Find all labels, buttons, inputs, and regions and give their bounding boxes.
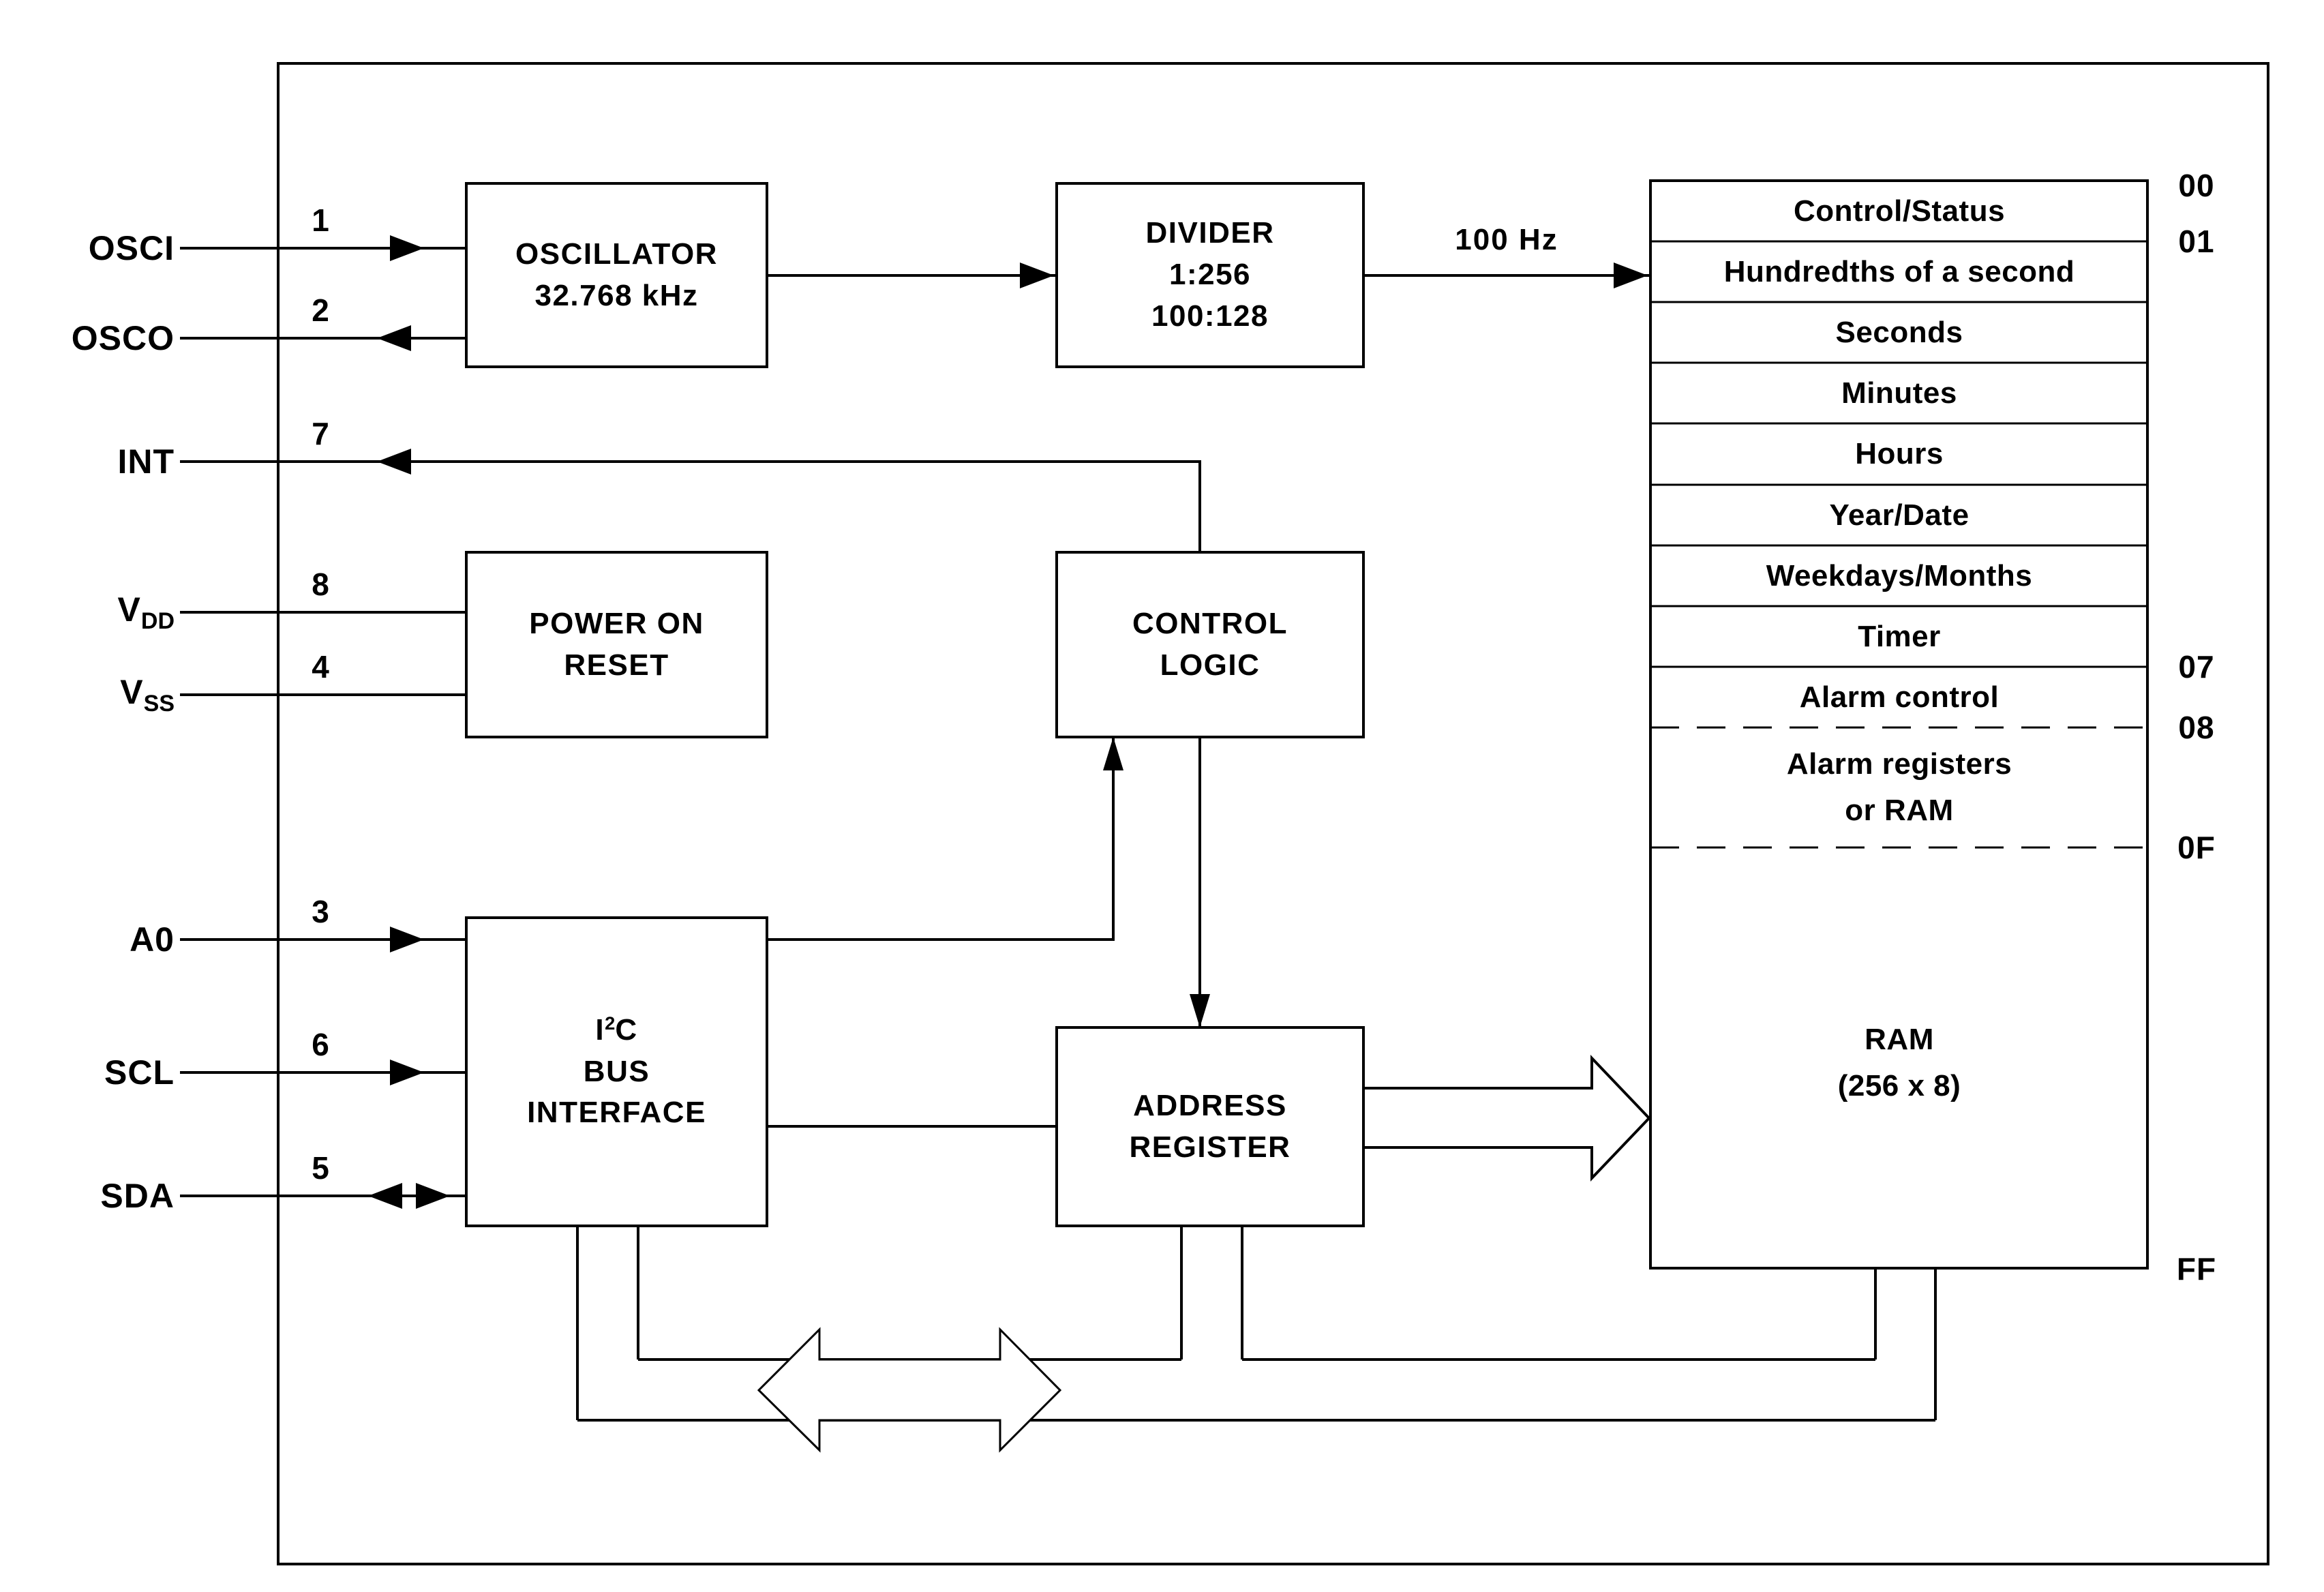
pin-label-sda: SDA (100, 1177, 175, 1215)
pin-number-a0: 3 (312, 894, 329, 929)
arrowhead-int-out-icon (377, 449, 411, 475)
block-address-register (1055, 1026, 1365, 1227)
address-01: 01 (2178, 224, 2215, 259)
arrowhead-scl-in-icon (390, 1060, 424, 1085)
bidirectional-bus-arrow-icon (757, 1327, 1062, 1453)
arrowhead-memory-in-icon (1614, 262, 1648, 288)
address-08: 08 (2178, 710, 2215, 745)
memory-row-timer: Timer (1858, 620, 1941, 653)
memory-row-control-status: Control/Status (1793, 194, 2006, 228)
pin-label-osci: OSCI (88, 229, 175, 267)
clock-100hz-label: 100 Hz (1455, 223, 1558, 256)
pin-number-sda: 5 (312, 1150, 329, 1186)
memory-row-year-date: Year/Date (1829, 498, 1970, 532)
block-divider (1055, 182, 1365, 368)
address-ff: FF (2176, 1251, 2217, 1287)
address-0f: 0F (2177, 830, 2216, 865)
pin-number-vss: 4 (312, 649, 329, 685)
line-i2c-to-control-logic (767, 737, 1115, 941)
arrowhead-sda-left-icon (368, 1183, 402, 1209)
memory-row-seconds: Seconds (1835, 316, 1963, 349)
memory-row-minutes: Minutes (1841, 376, 1957, 410)
address-07: 07 (2178, 649, 2215, 685)
pin-label-a0: A0 (130, 920, 175, 959)
block-control-logic (1055, 551, 1365, 738)
arrowhead-osci-in-icon (390, 235, 424, 261)
pin-label-int: INT (117, 442, 175, 481)
pin-label-osco: OSCO (71, 319, 175, 357)
address-00: 00 (2178, 168, 2215, 203)
pin-label-scl: SCL (104, 1053, 175, 1092)
block-power-on-reset (465, 551, 768, 738)
pin-number-scl: 6 (312, 1027, 329, 1062)
arrowhead-control-logic-in-icon (1103, 737, 1123, 770)
arrowhead-divider-in-icon (1020, 262, 1054, 288)
memory-row-hours: Hours (1855, 437, 1944, 470)
memory-row-alarm-registers-2: or RAM (1845, 794, 1954, 827)
block-oscillator (465, 182, 768, 368)
arrowhead-address-register-in-icon (1190, 994, 1210, 1027)
pin-line-int (180, 460, 1201, 552)
memory-row-hundredths: Hundredths of a second (1723, 255, 2075, 288)
pin-number-vdd: 8 (312, 567, 329, 602)
pin-label-vdd: VDD (117, 590, 175, 634)
arrowhead-osco-out-icon (377, 325, 411, 351)
pin-number-osci: 1 (312, 202, 329, 238)
memory-row-alarm-control: Alarm control (1799, 680, 1999, 714)
memory-row-alarm-registers: Alarm registers (1786, 747, 2012, 781)
arrowhead-sda-right-icon (416, 1183, 450, 1209)
memory-ram-label: RAM (1865, 1023, 1934, 1056)
memory-row-weekdays-months: Weekdays/Months (1766, 559, 2033, 592)
pin-number-int: 7 (312, 416, 329, 451)
pin-number-osco: 2 (312, 292, 329, 328)
pin-label-vss: VSS (120, 673, 175, 717)
arrowhead-a0-in-icon (390, 927, 424, 952)
memory-ram-size-label: (256 x 8) (1837, 1069, 1961, 1102)
block-i2c-bus-interface (465, 916, 768, 1227)
